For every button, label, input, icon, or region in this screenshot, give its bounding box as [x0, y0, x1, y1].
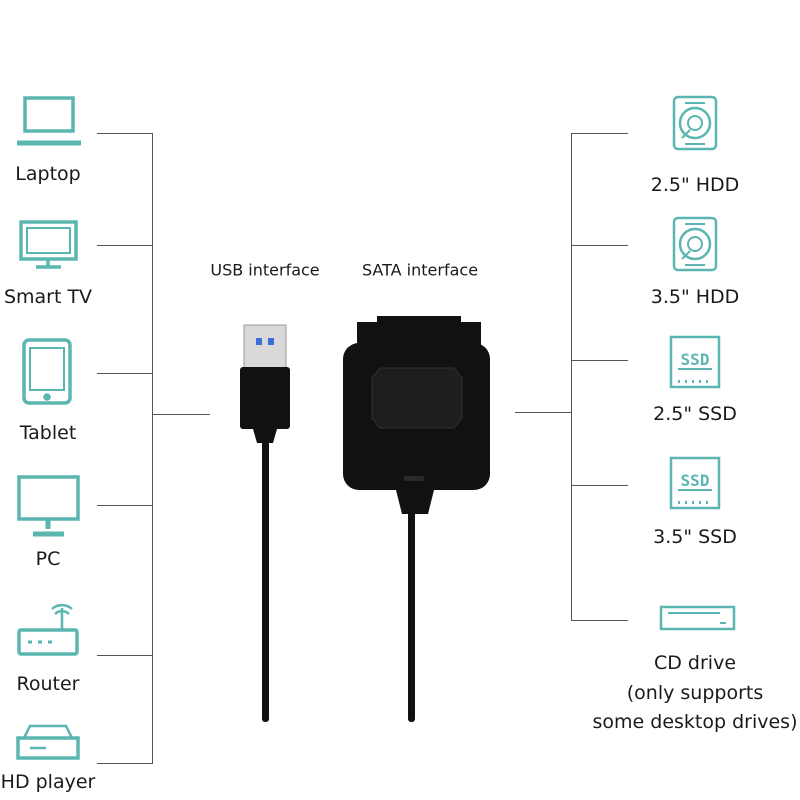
- cd-drive-label: CD drive: [653, 652, 737, 674]
- tablet-icon: [22, 338, 72, 405]
- ssd-35-label: 3.5" SSD: [653, 526, 737, 548]
- right-trunk-line: [571, 133, 572, 621]
- sata-adapter: [343, 316, 490, 722]
- branch-line: [571, 245, 628, 246]
- branch-line: [97, 133, 153, 134]
- ssd-icon: [669, 456, 721, 510]
- usb-interface-label: USB interface: [210, 260, 320, 280]
- hdd-25-label: 2.5" HDD: [650, 174, 740, 196]
- ssd-icon: [669, 335, 721, 389]
- sata-link-line: [515, 412, 571, 413]
- router-label: Router: [16, 673, 80, 695]
- usb-cable: [240, 324, 290, 722]
- hdd-35-label: 3.5" HDD: [650, 286, 740, 308]
- hd-player-icon: [16, 724, 80, 760]
- branch-line: [97, 245, 153, 246]
- hd-player-label: HD player: [0, 771, 96, 793]
- sata-interface-label: SATA interface: [361, 260, 479, 280]
- ssd-icon-text: SSD: [681, 350, 710, 369]
- cd-drive-note-1: (only supports: [626, 682, 764, 704]
- ssd-25-label: 2.5" SSD: [653, 403, 737, 425]
- left-trunk-line: [152, 133, 153, 764]
- branch-line: [571, 485, 628, 486]
- cd-drive-icon: [659, 605, 736, 631]
- branch-line: [97, 373, 153, 374]
- tv-icon: [19, 220, 78, 269]
- usb-link-line: [153, 414, 210, 415]
- tablet-label: Tablet: [19, 422, 77, 444]
- branch-line: [571, 620, 628, 621]
- branch-line: [97, 505, 153, 506]
- router-icon: [17, 604, 79, 656]
- laptop-icon: [17, 96, 81, 146]
- cd-drive-note-2: some desktop drives): [592, 711, 798, 733]
- ssd-icon-text: SSD: [681, 471, 710, 490]
- hdd-icon: [672, 216, 718, 272]
- branch-line: [571, 133, 628, 134]
- branch-line: [97, 655, 153, 656]
- branch-line: [97, 763, 153, 764]
- pc-label: PC: [35, 548, 61, 570]
- smart-tv-label: Smart TV: [3, 286, 93, 308]
- hdd-icon: [672, 95, 718, 151]
- laptop-label: Laptop: [15, 163, 81, 185]
- monitor-icon: [17, 475, 80, 537]
- branch-line: [571, 360, 628, 361]
